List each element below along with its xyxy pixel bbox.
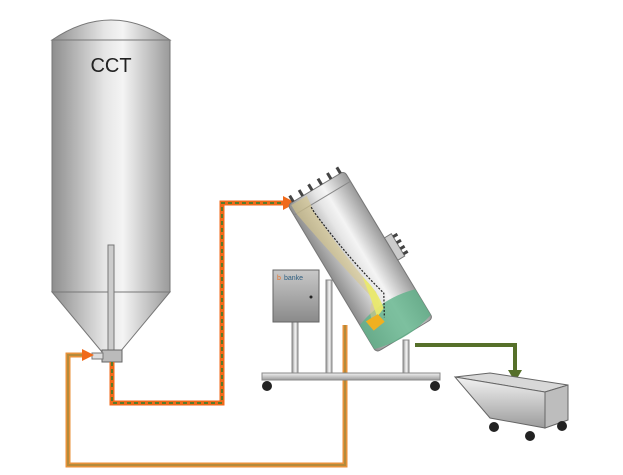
racking-arm [107, 244, 115, 351]
bolt-icons [288, 166, 409, 256]
return-pipe [65, 325, 348, 468]
cct-tank: CCT [50, 19, 172, 363]
inlet-nozzle [91, 352, 104, 360]
separator-frame [261, 279, 441, 391]
return-arrow-icon [82, 349, 94, 361]
discharge-arrow-icon [508, 370, 522, 382]
feed-pipe [109, 196, 296, 406]
discharge-pipe [415, 343, 522, 382]
side-flange [383, 233, 406, 261]
separator-vessel [288, 166, 432, 352]
wheel-icon [557, 421, 567, 431]
collection-cart [453, 372, 569, 441]
control-box: b banke [272, 269, 320, 323]
sediment-layer [359, 289, 431, 350]
brand-logo-icon: b [277, 275, 281, 282]
wheel-icon [525, 431, 535, 441]
wheel-icon [489, 422, 499, 432]
door-handle [309, 295, 313, 299]
sieve-line [310, 206, 385, 318]
tank-label: CCT [90, 55, 131, 77]
tank-dome [50, 19, 172, 41]
flow-path [291, 195, 382, 321]
feed-arrow-icon [283, 196, 296, 210]
yeast-collection [365, 314, 385, 331]
wheel-icon [262, 381, 272, 391]
brand-label: banke [284, 275, 303, 282]
wheel-icon [430, 381, 440, 391]
outlet-valve [101, 349, 123, 363]
